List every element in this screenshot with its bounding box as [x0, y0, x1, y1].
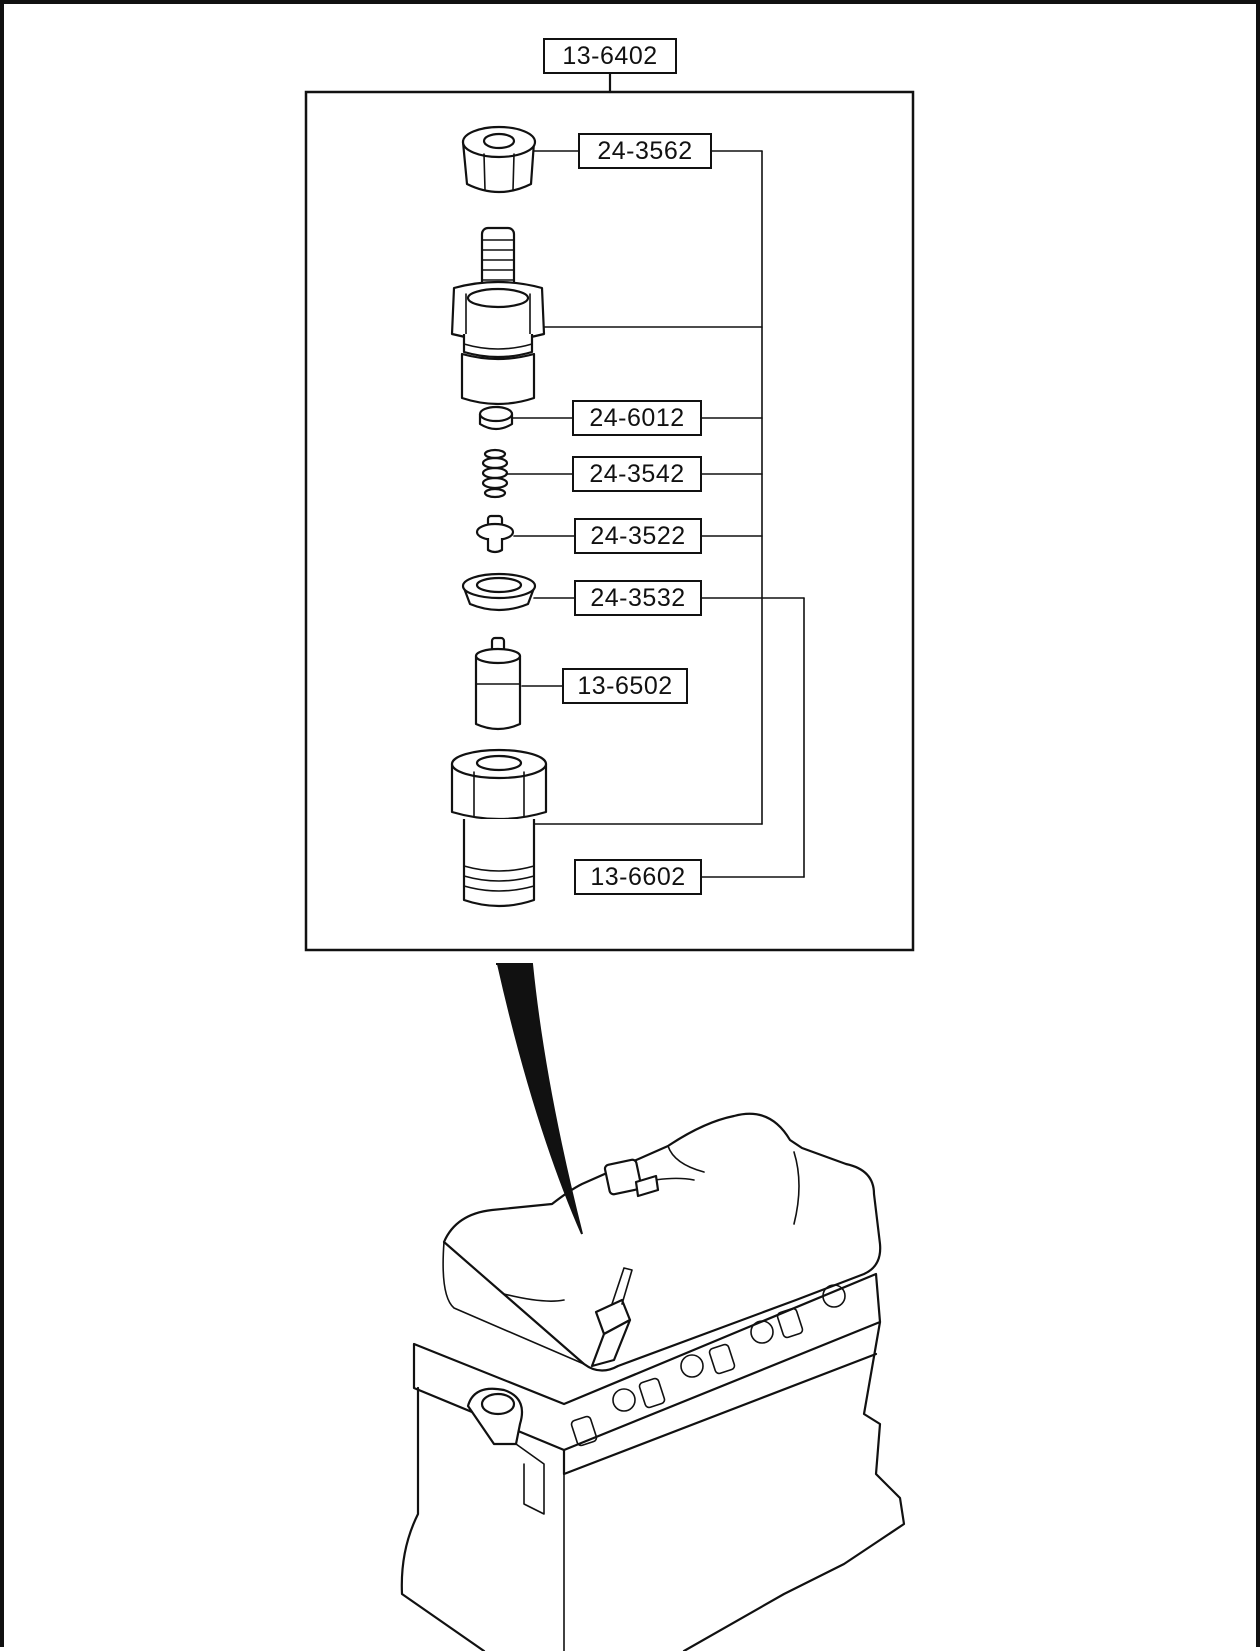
spring-icon	[481, 448, 509, 499]
location-pointer	[496, 963, 583, 1235]
part-number-label: 24-3532	[574, 580, 702, 616]
nozzle-holder-icon	[450, 226, 546, 406]
part-number-label: 13-6502	[562, 668, 688, 704]
diagram-drawing	[304, 64, 915, 1651]
nozzle-icon	[474, 636, 522, 731]
part-number-label: 24-3542	[572, 456, 702, 492]
leader-lines	[505, 150, 805, 878]
part-number-label: 24-3562	[578, 133, 712, 169]
part-number-label: 13-6602	[574, 859, 702, 895]
part-number-label: 24-6012	[572, 400, 702, 436]
spacer-icon	[461, 572, 537, 612]
nut-icon	[461, 125, 537, 194]
shim-icon	[478, 405, 514, 431]
spring-seat-icon	[475, 514, 515, 554]
assembly-part-number-label: 13-6402	[543, 38, 677, 74]
part-number-label: 24-3522	[574, 518, 702, 554]
engine-block-icon	[400, 1112, 906, 1651]
retaining-nut-icon	[450, 748, 548, 908]
